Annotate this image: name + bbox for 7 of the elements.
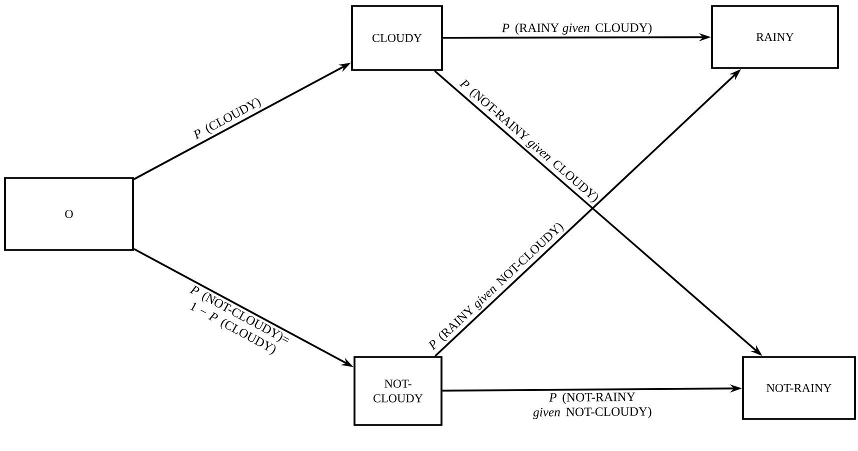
edge-label: P(NOT-RAINY given NOT-CLOUDY) [533,392,652,420]
state-box: NOT-CLOUDY [354,356,442,426]
edge-label: P(RAINY given CLOUDY) [502,22,652,35]
state-box: NOT-RAINY [742,356,856,420]
state-box: O [4,177,134,251]
state-box: CLOUDY [351,5,443,71]
state-box: RAINY [711,5,839,69]
